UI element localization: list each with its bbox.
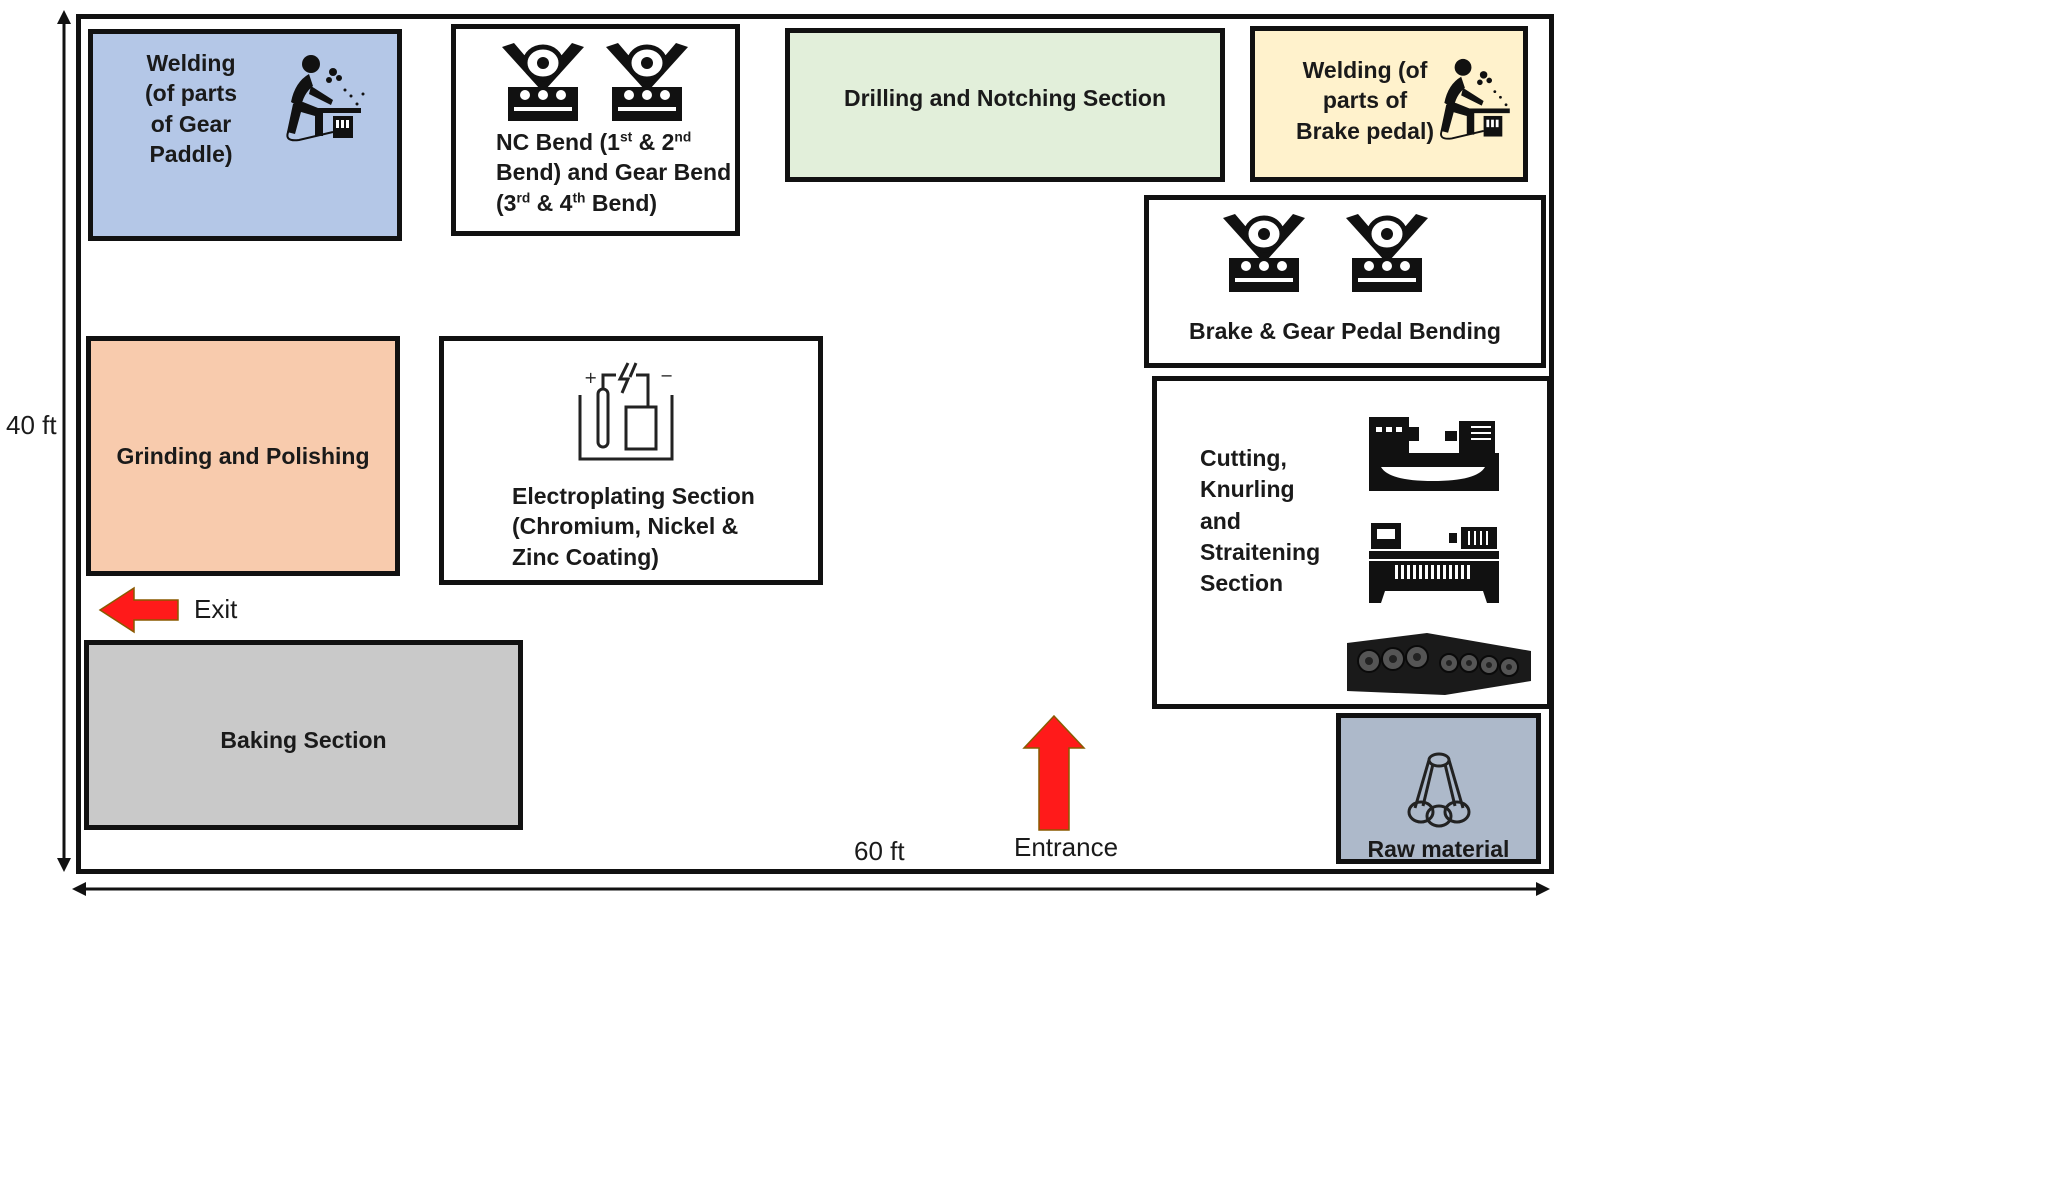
section-raw-material: Raw material <box>1336 713 1541 864</box>
pipe-bender-icon <box>606 43 688 121</box>
section-cutting-knurling: Cutting, Knurling and Straitening Sectio… <box>1152 376 1552 709</box>
pipe-bender-icon <box>502 43 584 121</box>
welding-brake-label: Welding (of parts of Brake pedal) <box>1295 57 1435 144</box>
width-dimension-arrow <box>72 882 1550 896</box>
section-brake-gear-bending: Brake & Gear Pedal Bending <box>1144 195 1546 368</box>
exit-arrow <box>98 586 179 634</box>
section-welding-gear-paddle: Welding (of parts of Gear Paddle) <box>88 29 402 241</box>
welder-icon <box>1440 58 1510 140</box>
pipe-bundle-icon <box>1407 752 1471 828</box>
cutting-label: Cutting, Knurling and Straitening Sectio… <box>1200 445 1321 597</box>
welding-gear-label: Welding (of parts of Gear Paddle) <box>145 50 237 168</box>
electroplating-label: Electroplating Section (Chromium, Nickel… <box>512 483 755 570</box>
svg-text:−: − <box>660 366 673 385</box>
height-dimension-arrow <box>57 10 71 872</box>
straightening-machine-icon <box>1369 523 1499 603</box>
section-drilling-notching: Drilling and Notching Section <box>785 28 1225 182</box>
grinding-label: Grinding and Polishing <box>116 443 370 469</box>
entrance-arrow <box>1022 714 1086 831</box>
section-nc-bend: NC Bend (1st & 2nd Bend) and Gear Bend (… <box>451 24 740 236</box>
section-baking: Baking Section <box>84 640 523 830</box>
brake-gear-label: Brake & Gear Pedal Bending <box>1189 318 1501 344</box>
section-grinding-polishing: Grinding and Polishing <box>86 336 400 576</box>
section-welding-brake-pedal: Welding (of parts of Brake pedal) <box>1250 26 1528 182</box>
drilling-label: Drilling and Notching Section <box>844 85 1166 111</box>
nc-bend-label: NC Bend (1st & 2nd Bend) and Gear Bend (… <box>496 129 732 216</box>
svg-text:+: + <box>584 368 597 387</box>
width-label: 60 ft <box>854 836 905 866</box>
lathe-icon <box>1369 417 1499 491</box>
welder-icon <box>286 55 365 142</box>
exit-label: Exit <box>194 594 238 624</box>
pipe-bender-icon <box>1346 214 1428 292</box>
entrance-label: Entrance <box>1014 832 1119 862</box>
raw-material-label: Raw material <box>1367 836 1510 862</box>
height-label: 40 ft <box>6 410 57 441</box>
baking-label: Baking Section <box>220 727 387 753</box>
electroplating-tank-icon: + − <box>578 362 674 461</box>
knurling-rollers-icon <box>1347 633 1531 695</box>
section-electroplating: + − Electroplating Section (Chromium, Ni… <box>439 336 823 585</box>
pipe-bender-icon <box>1223 214 1305 292</box>
